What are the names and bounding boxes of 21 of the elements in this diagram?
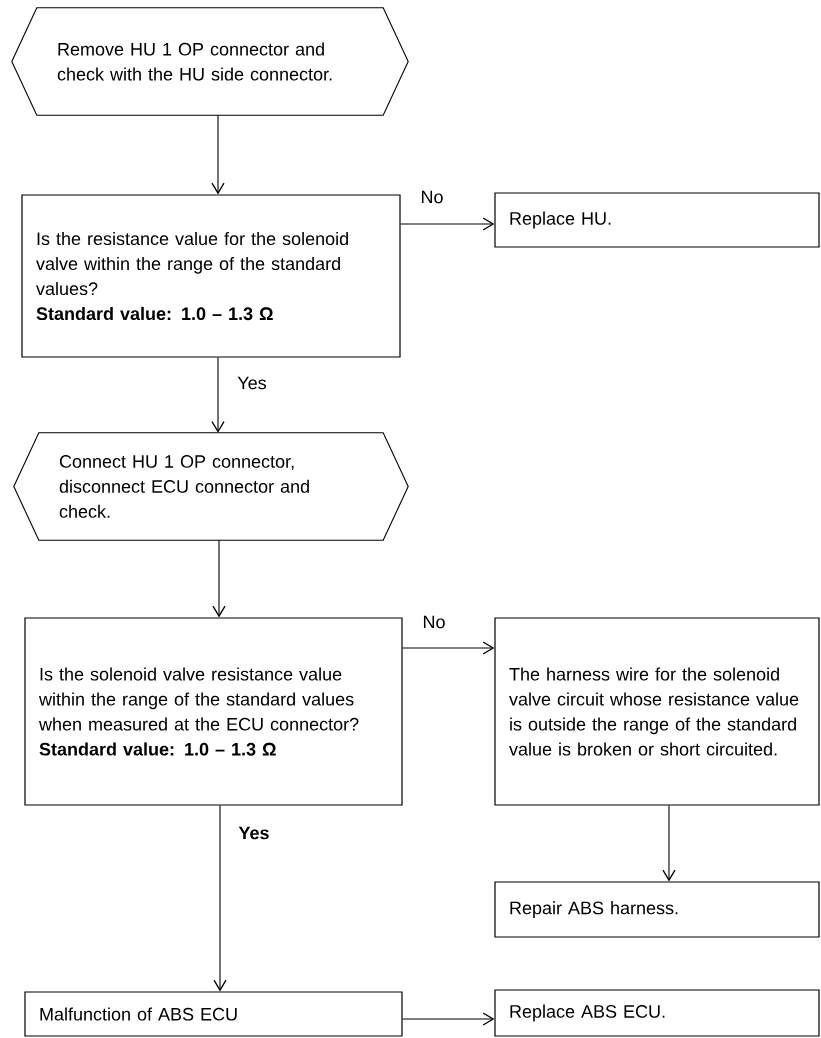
edge-label: Yes: [237, 825, 271, 841]
process-box: Is the solenoid valve resistance value within the range of the standard values when measured at the ECU connector? Standard value: 1.0 – 1.3 Ω: [24, 617, 403, 806]
arrow: [402, 641, 495, 655]
arrow: [212, 539, 226, 618]
check-step-hexagon: Connect HU 1 OP connector, disconnect ECU connector and check.: [13, 432, 409, 541]
process-box: Replace ABS ECU.: [494, 989, 820, 1037]
arrow: [211, 357, 225, 433]
edge-label: No: [421, 614, 447, 630]
arrow: [211, 114, 225, 195]
check-step-hexagon: Remove HU 1 OP connector and check with the HU side connector.: [11, 7, 409, 116]
process-box: Repair ABS harness.: [494, 881, 820, 938]
process-box: Replace HU.: [494, 192, 820, 248]
process-box: Malfunction of ABS ECU: [24, 991, 403, 1037]
edge-label: No: [419, 189, 445, 205]
arrow: [402, 1012, 495, 1026]
arrow: [400, 217, 495, 231]
arrow: [213, 805, 227, 992]
edge-label: Yes: [236, 375, 268, 391]
process-box: The harness wire for the solenoid valve circuit whose resistance value is outside the range of the standard value is broken or short circuited.: [494, 617, 820, 806]
process-box: Is the resistance value for the solenoid valve within the range of the standard values? Standard value: 1.0 – 1.3 Ω: [21, 194, 401, 358]
arrow: [662, 805, 676, 882]
